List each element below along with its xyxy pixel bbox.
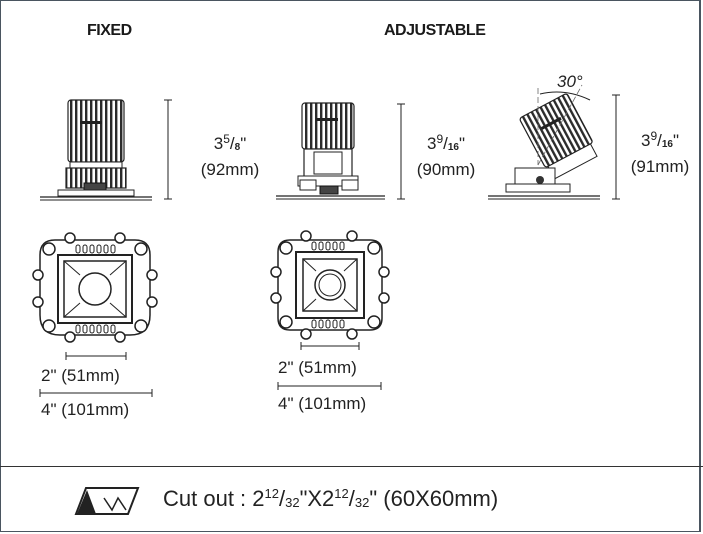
cutout-spec: Cut out : 212/32"X212/32" (60X60mm): [163, 486, 499, 511]
cutout-saw-icon: [74, 487, 140, 515]
adjustable-height-label: 39/16" (90mm): [416, 132, 476, 179]
tilted-height-label: 39/16" (91mm): [630, 129, 690, 176]
tilted-side-view: [488, 84, 600, 200]
adjustable-inner-width-label: 2" (51mm): [278, 358, 357, 377]
fixed-header: FIXED: [87, 22, 132, 39]
fixed-height-label: 35/8" (92mm): [200, 132, 260, 179]
tilt-angle-label: 30°: [557, 72, 583, 91]
fixed-side-view: [40, 99, 152, 201]
adjustable-header: ADJUSTABLE: [384, 22, 486, 39]
adjustable-outer-width-label: 4" (101mm): [278, 394, 367, 413]
adjustable-height-dimension: [397, 103, 405, 200]
adjustable-top-view: [270, 230, 390, 340]
adjustable-side-view: [276, 102, 385, 200]
fixed-outer-width-label: 4" (101mm): [41, 400, 130, 419]
fixed-top-view: [32, 232, 158, 343]
tilted-height-dimension: [612, 94, 620, 200]
fixed-height-dimension: [164, 99, 172, 200]
fixed-inner-width-label: 2" (51mm): [41, 366, 120, 385]
footer-divider: [0, 466, 703, 467]
adjustable-width-dimensions: [277, 342, 382, 390]
fixed-width-dimensions: [39, 352, 153, 397]
